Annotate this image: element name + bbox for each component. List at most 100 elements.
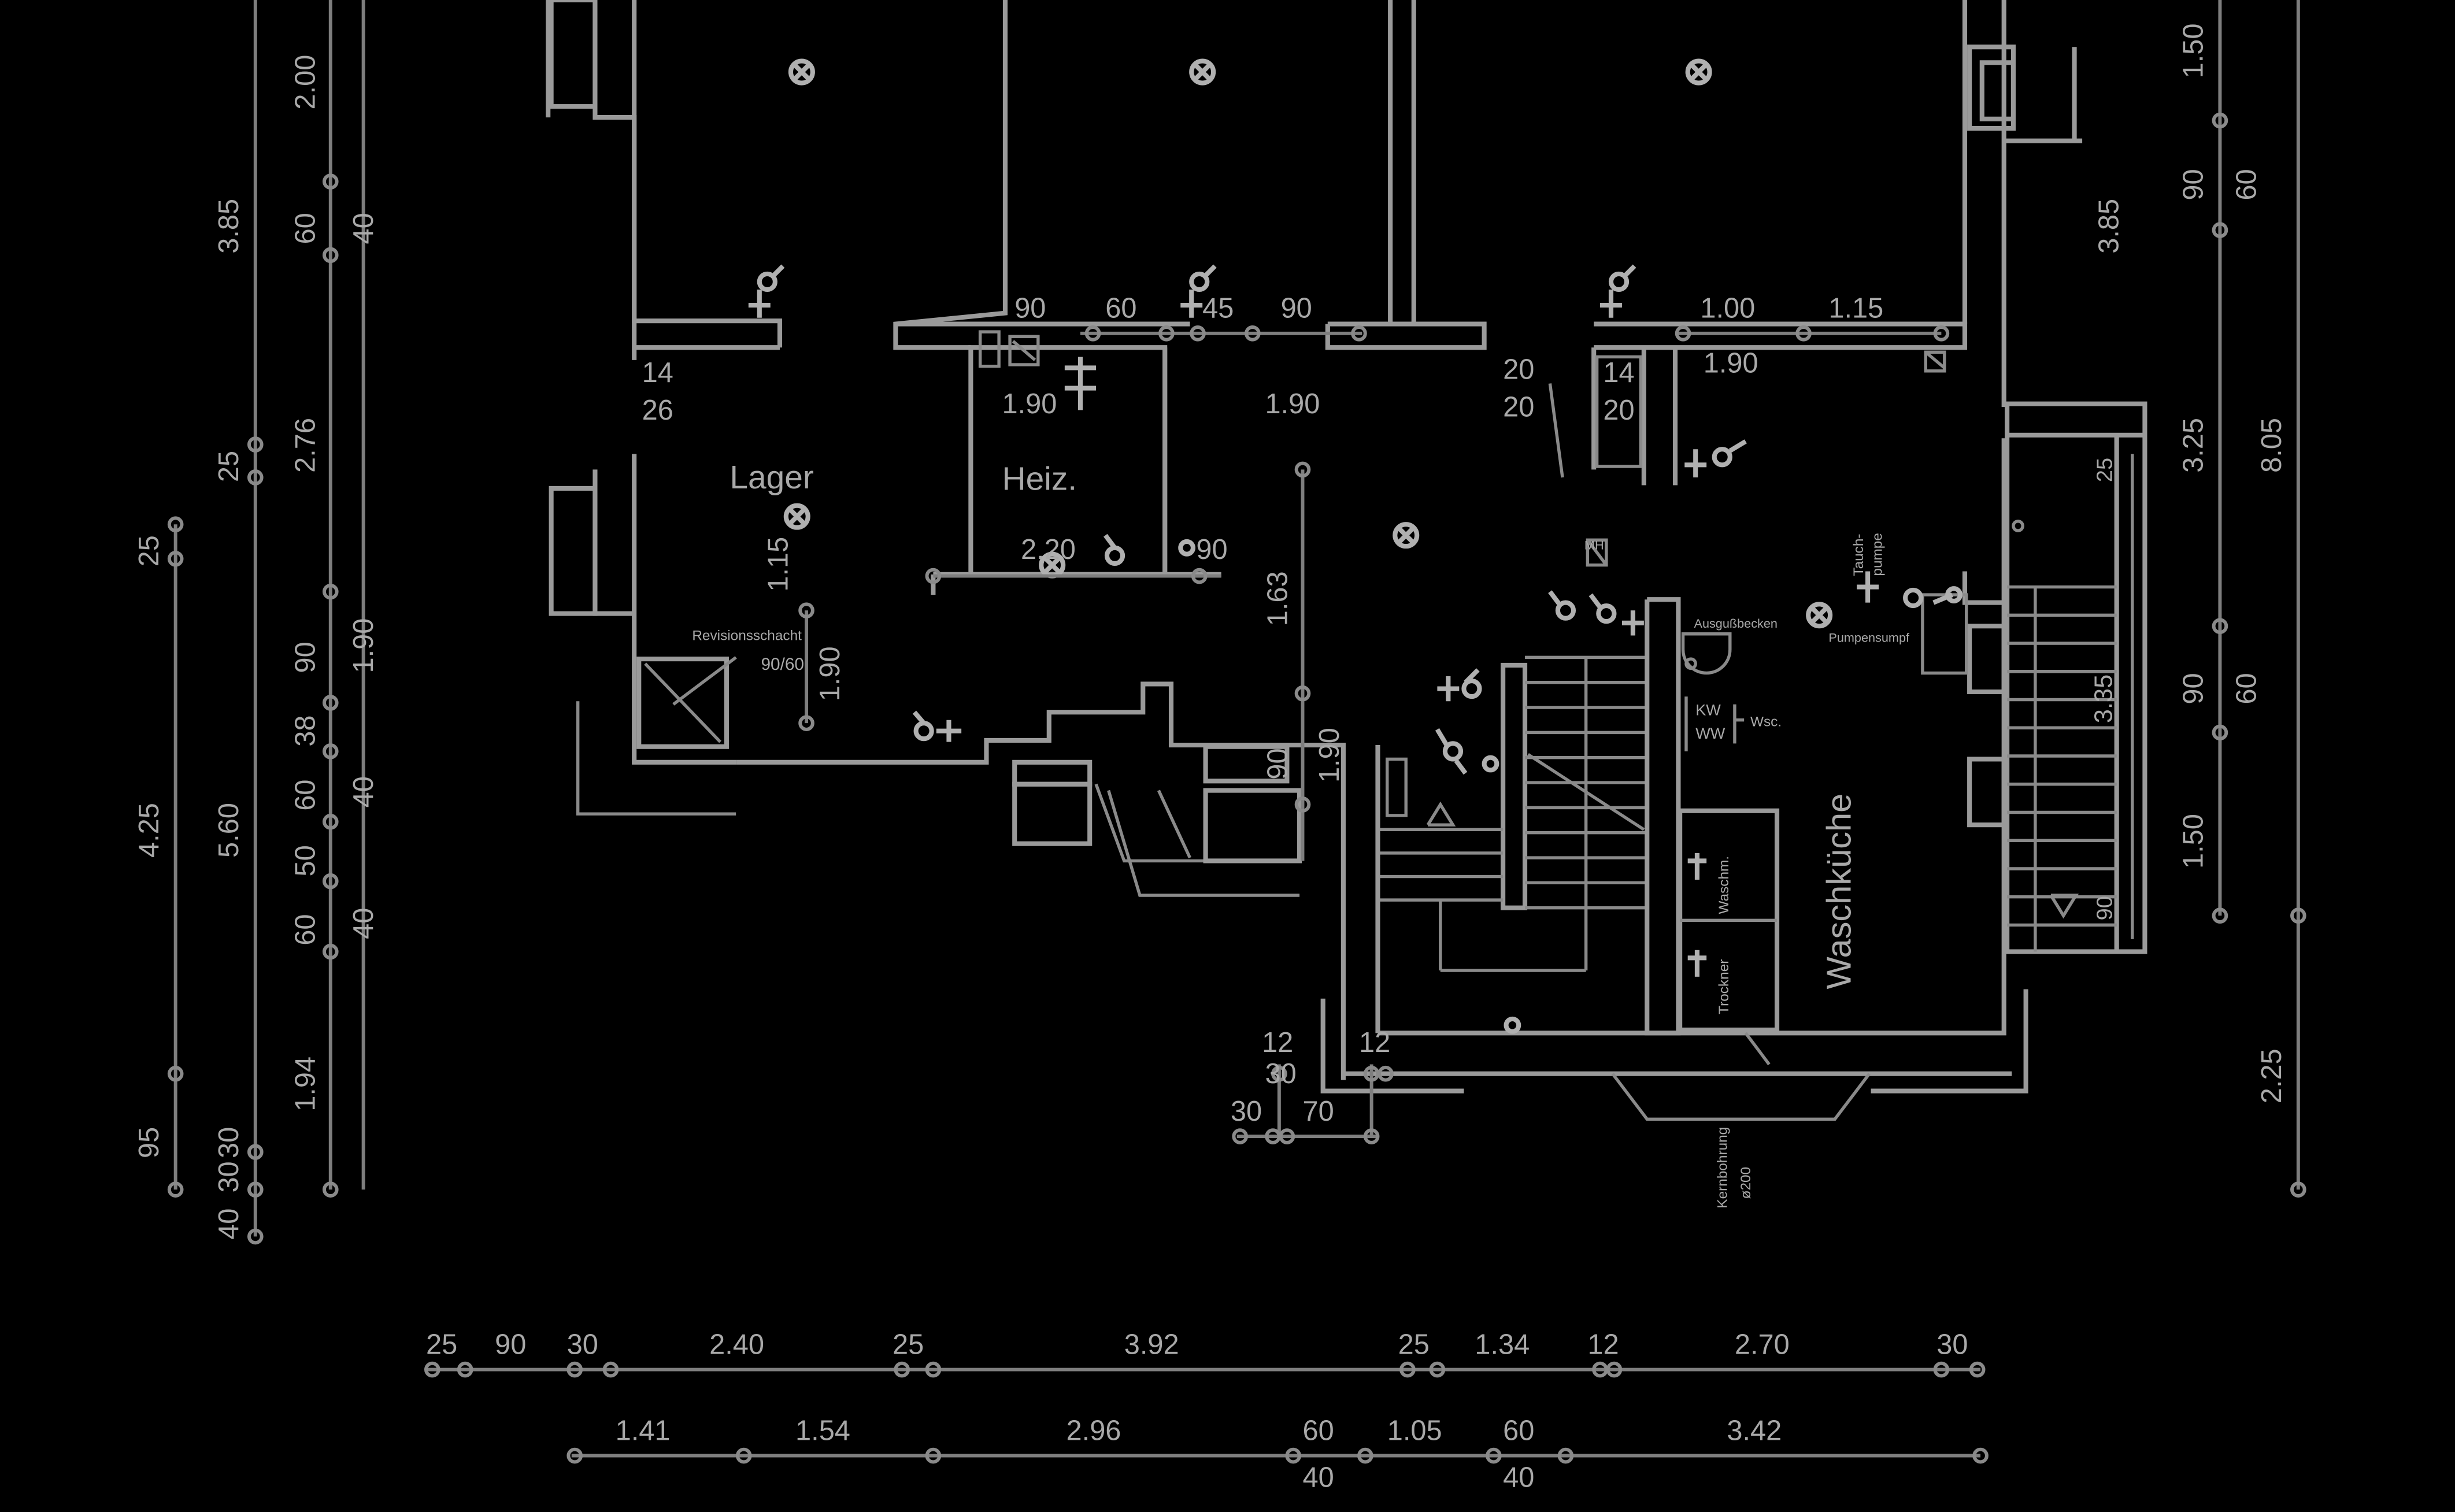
dim-label: 1.63 xyxy=(1262,571,1293,626)
annotation-kernbohrung-size: ø200 xyxy=(1738,1167,1754,1199)
dim-label: 60 xyxy=(1503,1415,1534,1446)
dim-label: 1.90 xyxy=(348,618,379,673)
socket-icon xyxy=(1687,853,1707,977)
room-labels: Lager Heiz. Waschküche xyxy=(730,459,1858,990)
dim-label: 2.00 xyxy=(290,55,321,110)
dim-label: 90 xyxy=(495,1329,526,1360)
annotation-mh: MH xyxy=(1584,538,1604,553)
dim-label: 1.34 xyxy=(1475,1329,1530,1360)
dim-label: 12 xyxy=(1359,1027,1390,1058)
switch-icon xyxy=(1435,728,1468,775)
room-label-waschkueche: Waschküche xyxy=(1819,794,1858,990)
annotation-pumpensumpf: Pumpensumpf xyxy=(1828,630,1910,644)
dim-label: 3.42 xyxy=(1727,1415,1782,1446)
dimension-labels-inner: 90 60 45 90 1.00 1.15 1.90 1.90 1.90 14 … xyxy=(642,293,1884,1127)
annotation-ausguss: Ausgußbecken xyxy=(1694,616,1778,631)
switch-icon xyxy=(1104,533,1125,566)
socket-icon xyxy=(1178,539,1521,1034)
dim-label: 90 xyxy=(1281,293,1312,324)
dimension-lines xyxy=(173,0,2300,1458)
ceiling-light-icon xyxy=(1039,551,1066,579)
dim-label: 14 xyxy=(642,357,673,388)
dim-label: 60 xyxy=(290,780,321,811)
dim-label: 25 xyxy=(893,1329,924,1360)
dim-label: 3.35 xyxy=(2090,675,2118,723)
ceiling-light-icon xyxy=(1685,58,1712,86)
dim-label: 14 xyxy=(1603,357,1634,388)
walls xyxy=(546,0,2147,1121)
dim-label: 1.90 xyxy=(1265,388,1320,420)
room-label-lager: Lager xyxy=(730,459,813,496)
dim-label: 2.70 xyxy=(1735,1329,1790,1360)
dim-label: 25 xyxy=(134,535,165,566)
annotation-tauch: Tauch- xyxy=(1851,533,1867,576)
socket-icon xyxy=(1064,357,1097,410)
annotation-kernbohrung: Kernbohrung xyxy=(1715,1127,1730,1209)
dim-label: 60 xyxy=(2231,169,2263,200)
ceiling-light-icon xyxy=(1393,522,1420,549)
switch-icon xyxy=(748,264,785,318)
dim-label: 1.90 xyxy=(1704,348,1758,379)
dim-label: 45 xyxy=(1202,293,1234,324)
dim-label: 8.05 xyxy=(2256,418,2287,473)
ceiling-light-icon xyxy=(783,503,810,530)
dimension-ticks xyxy=(167,112,2306,1464)
dim-label: 20 xyxy=(1503,391,1534,423)
dim-label: 1.94 xyxy=(290,1057,321,1111)
dim-label: 12 xyxy=(1262,1027,1293,1058)
dim-label: 3.85 xyxy=(2093,199,2124,254)
switch-icon xyxy=(1588,593,1644,636)
dim-label: 2.76 xyxy=(290,418,321,473)
dim-label: 90 xyxy=(1196,534,1227,565)
dim-label: 90 xyxy=(2178,169,2209,200)
annotation-kw: KW xyxy=(1695,701,1721,719)
dim-label: 30 xyxy=(1265,1058,1296,1089)
dim-label: 38 xyxy=(290,716,321,747)
dim-label: 3.92 xyxy=(1124,1329,1179,1360)
dim-label: 40 xyxy=(348,908,379,939)
dim-label: 50 xyxy=(290,845,321,876)
dim-label: 1.90 xyxy=(814,646,846,701)
dim-label: 25 xyxy=(213,451,245,482)
switch-icons xyxy=(748,264,1962,1034)
switch-icon xyxy=(1548,590,1576,621)
dim-label: 90 xyxy=(2093,896,2117,920)
dim-label: 5.60 xyxy=(213,803,245,858)
dim-label: 12 xyxy=(1587,1329,1619,1360)
dim-label: 90 xyxy=(1262,748,1293,779)
dimension-labels-left: 25 4.25 95 3.85 25 5.60 30 40 2.00 60 2.… xyxy=(134,55,379,1240)
dim-label: 26 xyxy=(642,395,673,426)
dim-label: 30 xyxy=(213,1127,245,1158)
dim-label: 30 xyxy=(1231,1096,1262,1127)
dim-label: 40 xyxy=(213,1209,245,1240)
annotation-pumpe: pumpe xyxy=(1869,533,1885,576)
dim-label: 20 xyxy=(1503,354,1534,385)
annotation-revision: Revisionsschacht xyxy=(692,628,802,644)
dim-label: 40 xyxy=(1503,1462,1534,1494)
dim-label: 30 xyxy=(1936,1329,1968,1360)
dim-label: 2.20 xyxy=(1021,534,1076,565)
dim-label: 70 xyxy=(1302,1096,1334,1127)
ceiling-light-icon xyxy=(1806,602,1833,629)
annotation-trockner: Trockner xyxy=(1716,959,1732,1014)
dim-label: 2.40 xyxy=(709,1329,764,1360)
switch-icon xyxy=(912,710,962,742)
dim-label: 40 xyxy=(348,776,379,807)
annotation-wsc: Wsc. xyxy=(1750,714,1782,730)
interior-stair-treads xyxy=(1378,655,1647,972)
dim-label: 1.90 xyxy=(1314,728,1345,783)
switch-icon xyxy=(1437,668,1482,702)
switch-icon xyxy=(1600,264,1636,318)
annotation-revision-size: 90/60 xyxy=(761,655,804,674)
ceiling-light-icons xyxy=(783,58,1833,629)
dim-label: 25 xyxy=(2093,458,2117,482)
dim-label: 1.00 xyxy=(1700,293,1755,324)
dim-label: 1.15 xyxy=(763,537,794,592)
dim-label: 60 xyxy=(2231,673,2263,704)
dim-label: 25 xyxy=(1398,1329,1430,1360)
dim-label: 60 xyxy=(290,914,321,945)
annotation-waschm: Waschm. xyxy=(1716,856,1732,914)
dim-label: 1.50 xyxy=(2178,814,2209,869)
switch-icon xyxy=(1180,264,1217,318)
